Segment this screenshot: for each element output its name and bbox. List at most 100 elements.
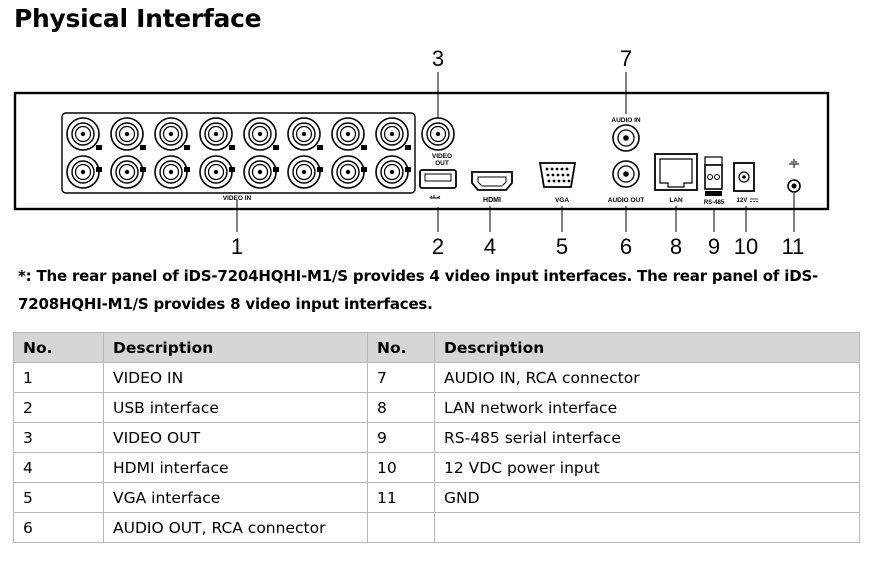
cell: 12 VDC power input [434, 452, 860, 483]
bnc-video-input [154, 117, 188, 151]
bnc-video-input [331, 155, 365, 189]
cell: 11 [367, 482, 435, 513]
callout-7: 7 [620, 46, 632, 71]
lan-label: LAN [669, 197, 683, 204]
vga-port: VGA [538, 162, 577, 232]
vga-pin [546, 173, 550, 177]
page-title: Physical Interface [14, 4, 262, 33]
video-out-label: VIDEO [432, 153, 452, 160]
table-row: 6 AUDIO OUT, RCA connector [13, 512, 860, 543]
usb-icon [429, 195, 441, 199]
vga-pin [566, 173, 570, 177]
vga-pin [556, 173, 560, 177]
bnc-video-input [199, 117, 233, 151]
bnc-video-input [66, 155, 100, 189]
ground-icon [789, 159, 799, 168]
cell: AUDIO IN, RCA connector [434, 362, 860, 393]
power-jack: 12V [733, 162, 758, 232]
bnc-video-input [375, 117, 409, 151]
channel-number-tag [273, 145, 279, 150]
audio-connectors: AUDIO IN AUDIO OUT [608, 72, 645, 232]
header-no-right: No. [367, 332, 435, 363]
cell: 3 [13, 422, 104, 453]
footnote: *: The rear panel of iDS-7204HQHI-M1/S p… [18, 267, 819, 313]
usb-port [419, 169, 457, 232]
vga-pin [567, 179, 571, 183]
channel-number-tag [273, 167, 279, 172]
bnc-video-input [287, 117, 321, 151]
table-row: 3 VIDEO OUT 9 RS-485 serial interface [13, 422, 860, 453]
rear-panel-diagram: VIDEO IN VIDEO OUT HDMI VGA AUDIO IN AUD… [13, 46, 830, 259]
callout-11: 11 [782, 234, 805, 259]
interface-table: No. Description No. Description 1 VIDEO … [13, 332, 860, 543]
bnc-video-input [199, 155, 233, 189]
table-row: 2 USB interface 8 LAN network interface [13, 392, 860, 423]
channel-number-tag [96, 145, 102, 150]
table-row: 1 VIDEO IN 7 AUDIO IN, RCA connector [13, 362, 860, 393]
channel-number-tag [184, 167, 190, 172]
channel-number-tag [140, 145, 146, 150]
cell: LAN network interface [434, 392, 860, 423]
bnc-video-input [287, 155, 321, 189]
hdmi-port: HDMI [471, 171, 513, 232]
vga-pin [547, 179, 551, 183]
cell: 6 [13, 512, 104, 543]
vga-pin [551, 173, 555, 177]
cell: 5 [13, 482, 104, 513]
callout-9: 9 [708, 234, 720, 259]
cell: 4 [13, 452, 104, 483]
cell: 10 [367, 452, 435, 483]
channel-number-tag [184, 145, 190, 150]
vga-pin [562, 179, 566, 183]
channel-number-tag [361, 145, 367, 150]
table-header-row: No. Description No. Description [13, 332, 860, 363]
cell: AUDIO OUT, RCA connector [103, 512, 368, 543]
video-in-label: VIDEO IN [223, 195, 252, 202]
cell: 9 [367, 422, 435, 453]
callout-6: 6 [620, 234, 632, 259]
vga-pin [557, 179, 561, 183]
svg-text:OUT: OUT [435, 160, 449, 167]
cell: USB interface [103, 392, 368, 423]
cell: VIDEO OUT [103, 422, 368, 453]
callout-8: 8 [670, 234, 682, 259]
vga-pin [560, 167, 564, 171]
channel-number-tag [96, 167, 102, 172]
cell: 2 [13, 392, 104, 423]
callout-5: 5 [556, 234, 568, 259]
callout-3: 3 [432, 46, 444, 71]
video-out-connector: VIDEO OUT [421, 72, 455, 167]
bnc-video-input [331, 117, 365, 151]
bnc-video-input [243, 117, 277, 151]
vga-pin [550, 167, 554, 171]
cell: RS-485 serial interface [434, 422, 860, 453]
bnc-video-input [243, 155, 277, 189]
vga-pin [552, 179, 556, 183]
callout-4: 4 [484, 234, 496, 259]
channel-number-tag [229, 145, 235, 150]
cell: 1 [13, 362, 104, 393]
power-label: 12V [737, 198, 748, 204]
callout-2: 2 [432, 234, 444, 259]
channel-number-tag [317, 167, 323, 172]
header-no-left: No. [13, 332, 104, 363]
header-description-left: Description [103, 332, 368, 363]
vga-pin [555, 167, 559, 171]
channel-number-tag [140, 167, 146, 172]
cell [434, 512, 860, 543]
cell: VIDEO IN [103, 362, 368, 393]
channel-number-tag [361, 167, 367, 172]
rs485-terminal: RS-485 [704, 156, 725, 232]
vga-label: VGA [555, 197, 569, 204]
bnc-video-input [66, 117, 100, 151]
ground-terminal [787, 159, 801, 232]
table-row: 5 VGA interface 11 GND [13, 482, 860, 513]
callout-1: 1 [231, 234, 243, 259]
channel-number-tag [405, 145, 411, 150]
bnc-video-input [110, 117, 144, 151]
audio-out-label: AUDIO OUT [608, 197, 645, 204]
bnc-video-input [110, 155, 144, 189]
lan-port: LAN [654, 153, 698, 232]
cell: HDMI interface [103, 452, 368, 483]
